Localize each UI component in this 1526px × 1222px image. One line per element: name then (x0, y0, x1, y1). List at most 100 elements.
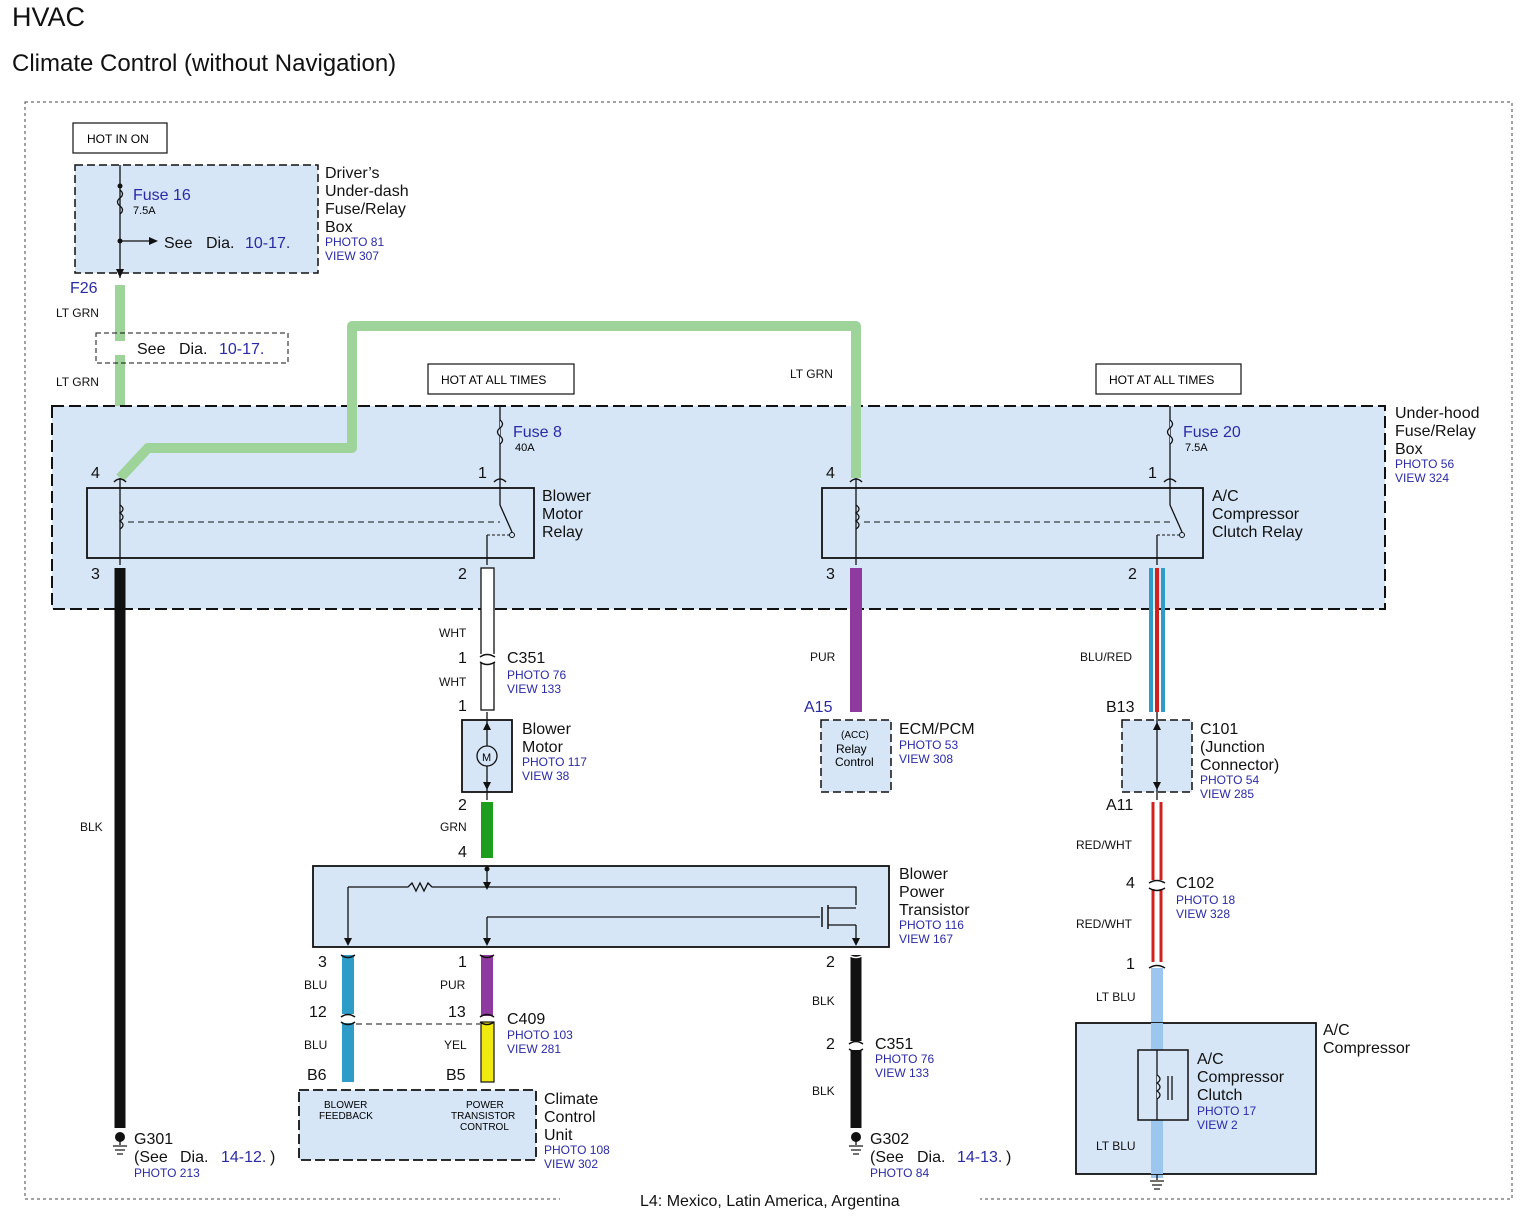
c351-bottom-photo[interactable]: PHOTO 76 (875, 1052, 934, 1066)
clutch-photo[interactable]: PHOTO 17 (1197, 1104, 1256, 1118)
climate-control-1: POWER (466, 1100, 504, 1111)
g301-see: (See (134, 1149, 168, 1166)
underdash-view[interactable]: VIEW 307 (325, 249, 379, 263)
wire-label-blk-2: BLK (812, 994, 835, 1008)
g301-name: G301 (134, 1131, 173, 1148)
transistor-resistor-icon (348, 881, 857, 905)
motor-symbol: M (482, 752, 491, 764)
c351-top-view[interactable]: VIEW 133 (507, 682, 561, 696)
ac-relay-name-1: A/C (1212, 488, 1239, 505)
hot-at-all-times-label-1: HOT AT ALL TIMES (441, 373, 546, 387)
ac-relay-pin-1: 1 (1148, 465, 1157, 482)
underdash-photo[interactable]: PHOTO 81 (325, 235, 384, 249)
c351-top-photo[interactable]: PHOTO 76 (507, 668, 566, 682)
ac-relay-switch-icon (1169, 504, 1183, 533)
fuse-8-symbol (496, 419, 504, 445)
lt-grn-wire-loop (116, 321, 861, 482)
c101-name-3: Connector) (1200, 757, 1279, 774)
g302-close: ) (1006, 1149, 1011, 1166)
g302-dia-ref-link[interactable]: 14-13. (957, 1149, 1002, 1166)
climate-control-unit (298, 1089, 537, 1161)
climate-photo[interactable]: PHOTO 108 (544, 1143, 610, 1157)
g302-photo[interactable]: PHOTO 84 (870, 1166, 929, 1180)
hot-at-all-times-label-2: HOT AT ALL TIMES (1109, 373, 1214, 387)
c101-view[interactable]: VIEW 285 (1200, 787, 1254, 801)
ac-relay-pin-4: 4 (826, 465, 835, 482)
page-subtitle: Climate Control (without Navigation) (12, 50, 397, 77)
wire-label-blk-1: BLK (80, 820, 103, 834)
ac-relay-coil-icon (854, 504, 860, 530)
c101-photo[interactable]: PHOTO 54 (1200, 773, 1259, 787)
compressor-name-1: A/C (1323, 1022, 1350, 1039)
climate-feedback-1: BLOWER (324, 1100, 367, 1111)
c351-bottom-view[interactable]: VIEW 133 (875, 1066, 929, 1080)
ac-clutch-box (1137, 1049, 1189, 1121)
underdash-box-name-4: Box (325, 219, 353, 236)
c351-bottom-name: C351 (875, 1036, 913, 1053)
g301-photo[interactable]: PHOTO 213 (134, 1166, 200, 1180)
wire-label-red-wht-1: RED/WHT (1076, 838, 1133, 852)
blower-power-transistor (312, 865, 890, 948)
c409-name: C409 (507, 1011, 545, 1028)
wire-label-pur-1: PUR (810, 650, 836, 664)
fuse-8-label: Fuse 8 (513, 424, 562, 441)
g302-dia: Dia. (917, 1149, 945, 1166)
wire-label-yel: YEL (444, 1038, 467, 1052)
wire-label-lt-blu-2: LT BLU (1096, 1139, 1136, 1153)
c351-top-pin-a: 1 (458, 650, 467, 667)
c351-top-name: C351 (507, 650, 545, 667)
c409-photo[interactable]: PHOTO 103 (507, 1028, 573, 1042)
climate-feedback-2: FEEDBACK (319, 1111, 373, 1122)
climate-name-2: Control (544, 1109, 596, 1126)
underdash-dia-label: Dia. (206, 235, 234, 252)
fuse-8-rating: 40A (515, 442, 535, 454)
transistor-name-2: Power (899, 884, 945, 901)
clutch-view[interactable]: VIEW 2 (1197, 1118, 1238, 1132)
g301-close: ) (270, 1149, 275, 1166)
blower-motor-view[interactable]: VIEW 38 (522, 769, 570, 783)
blower-relay-pin-2: 2 (458, 566, 467, 583)
transistor-view[interactable]: VIEW 167 (899, 932, 953, 946)
clutch-name-2: Compressor (1197, 1069, 1285, 1086)
c409-pin-13: 13 (448, 1004, 466, 1021)
wire-label-blu-red: BLU/RED (1080, 650, 1132, 664)
compressor-name-2: Compressor (1323, 1040, 1411, 1057)
blower-motor-photo[interactable]: PHOTO 117 (522, 755, 587, 769)
hot-in-on-label-box (72, 122, 168, 154)
transistor-photo[interactable]: PHOTO 116 (899, 918, 964, 932)
c101-pin-a11: A11 (1106, 797, 1133, 814)
g302-name: G302 (870, 1131, 909, 1148)
hot-in-on-label: HOT IN ON (87, 132, 149, 146)
underhood-view[interactable]: VIEW 324 (1395, 471, 1449, 485)
wire-label-red-wht-2: RED/WHT (1076, 917, 1133, 931)
c102-view[interactable]: VIEW 328 (1176, 907, 1230, 921)
c102-photo[interactable]: PHOTO 18 (1176, 893, 1235, 907)
climate-view[interactable]: VIEW 302 (544, 1157, 598, 1171)
fuse-16-symbol (116, 189, 124, 215)
see-dia-ref-link[interactable]: 10-17. (219, 341, 264, 358)
ecm-view[interactable]: VIEW 308 (899, 752, 953, 766)
underhood-photo[interactable]: PHOTO 56 (1395, 457, 1454, 471)
wire-label-lt-grn-3: LT GRN (790, 367, 833, 381)
see-dia-see: See (137, 341, 166, 358)
transistor-name-3: Transistor (899, 902, 970, 919)
ecm-photo[interactable]: PHOTO 53 (899, 738, 958, 752)
footer-note: L4: Mexico, Latin America, Argentina (640, 1193, 900, 1210)
ac-relay-pin-3: 3 (826, 566, 835, 583)
transistor-pin-4: 4 (458, 844, 467, 861)
blower-relay-name-1: Blower (542, 488, 592, 505)
ecm-name: ECM/PCM (899, 721, 975, 738)
g301-dia-ref-link[interactable]: 14-12. (221, 1149, 266, 1166)
transistor-pin-3: 3 (318, 954, 327, 971)
underdash-dia-ref-link[interactable]: 10-17. (245, 235, 290, 252)
blower-relay-name-2: Motor (542, 506, 584, 523)
c102-pin-1: 1 (1126, 956, 1135, 973)
transistor-name-1: Blower (899, 866, 949, 883)
blower-relay-switch-icon (499, 504, 513, 533)
blower-motor-name-1: Blower (522, 721, 572, 738)
climate-name-3: Unit (544, 1127, 573, 1144)
wire-label-pur-2: PUR (440, 978, 466, 992)
blower-relay-coil-icon (118, 504, 124, 530)
ecm-pin-a15: A15 (804, 699, 833, 716)
c409-view[interactable]: VIEW 281 (507, 1042, 561, 1056)
